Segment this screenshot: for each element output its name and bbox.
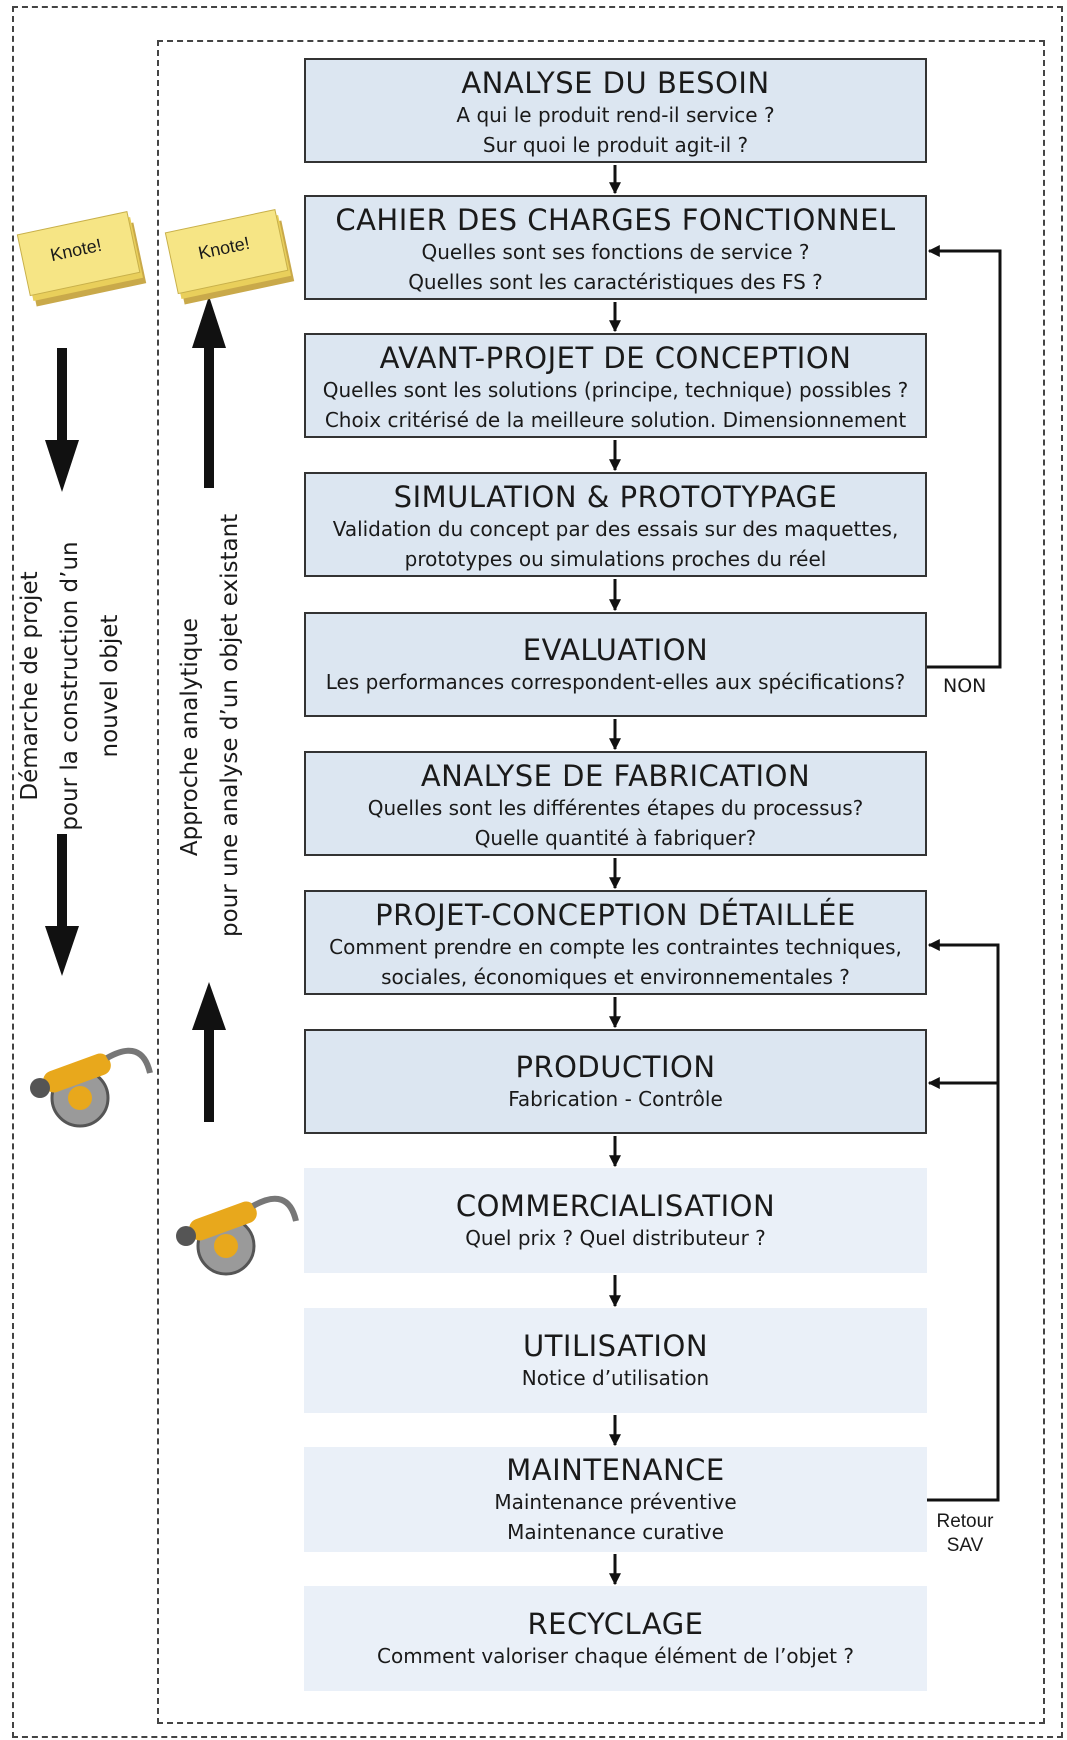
big-up-arrow-head	[192, 296, 226, 348]
step-title: PROJET-CONCEPTION DÉTAILLÉE	[375, 898, 856, 932]
step-line: Quelle quantité à fabriquer?	[474, 826, 757, 850]
retour-label: Retour	[936, 1511, 994, 1532]
step-title: ANALYSE DU BESOIN	[461, 66, 770, 100]
step-line: Notice d’utilisation	[521, 1365, 710, 1390]
big-down-arrow-shaft	[57, 348, 67, 448]
step-line: sociales, économiques et environnemental…	[381, 965, 850, 989]
step-line: Choix critérisé de la meilleure solution…	[324, 408, 907, 432]
middle-vertical-label: Approche analytique pour une analyse d’u…	[170, 513, 250, 937]
step-line: Quelles sont les solutions (principe, te…	[322, 378, 909, 402]
step-title: MAINTENANCE	[506, 1452, 725, 1487]
step-projet-conception-detaillee: PROJET-CONCEPTION DÉTAILLÉE Comment pren…	[304, 890, 927, 995]
step-cahier-des-charges: CAHIER DES CHARGES FONCTIONNEL Quelles s…	[304, 195, 927, 300]
left-vertical-label: Démarche de projet pour la construction …	[10, 536, 130, 836]
step-line: Les performances correspondent-elles aux…	[325, 669, 906, 694]
sav-label: SAV	[946, 1535, 984, 1556]
big-up-arrow-shaft	[204, 346, 214, 488]
vacuum-cleaner-icon	[30, 1047, 153, 1128]
step-analyse-besoin: ANALYSE DU BESOIN A qui le produit rend-…	[304, 58, 927, 163]
sticky-note-icon	[16, 211, 147, 307]
step-line: Comment prendre en compte les contrainte…	[329, 935, 902, 959]
non-label: NON	[943, 675, 987, 697]
retour-sav-label: Retour SAV	[934, 1510, 996, 1558]
left-label-line: pour la construction d’un	[57, 541, 83, 831]
step-line: Quel prix ? Quel distributeur ?	[465, 1225, 766, 1250]
step-analyse-fabrication: ANALYSE DE FABRICATION Quelles sont les …	[304, 751, 927, 856]
step-line: prototypes ou simulations proches du rée…	[404, 547, 827, 571]
big-down-arrow-head	[45, 926, 79, 976]
step-title: AVANT-PROJET DE CONCEPTION	[379, 341, 852, 375]
step-commercialisation: COMMERCIALISATION Quel prix ? Quel distr…	[304, 1168, 927, 1273]
step-line: Maintenance curative	[507, 1519, 724, 1544]
inner-frame	[157, 40, 1045, 1724]
step-production: PRODUCTION Fabrication - Contrôle	[304, 1029, 927, 1134]
sav-feedback-loop	[927, 939, 1000, 1502]
step-evaluation: EVALUATION Les performances corresponden…	[304, 612, 927, 717]
step-title: RECYCLAGE	[527, 1606, 704, 1641]
big-arrows	[45, 296, 226, 1122]
step-title: EVALUATION	[522, 632, 709, 667]
step-title: CAHIER DES CHARGES FONCTIONNEL	[335, 203, 896, 237]
step-line: Quelles sont les caractéristiques des FS…	[408, 270, 823, 294]
step-title: SIMULATION & PROTOTYPAGE	[393, 480, 838, 514]
step-line: Validation du concept par des essais sur…	[332, 517, 899, 541]
left-label-line: nouvel objet	[97, 614, 123, 758]
step-title: COMMERCIALISATION	[455, 1188, 776, 1223]
step-avant-projet: AVANT-PROJET DE CONCEPTION Quelles sont …	[304, 333, 927, 438]
step-recyclage: RECYCLAGE Comment valoriser chaque éléme…	[304, 1586, 927, 1691]
big-up-arrow-shaft	[204, 1028, 214, 1122]
step-maintenance: MAINTENANCE Maintenance préventive Maint…	[304, 1447, 927, 1552]
step-line: Quelles sont ses fonctions de service ?	[421, 240, 810, 264]
step-title: ANALYSE DE FABRICATION	[420, 759, 811, 793]
step-line: Sur quoi le produit agit-il ?	[482, 133, 749, 157]
big-down-arrow-head	[45, 440, 79, 492]
step-title: UTILISATION	[522, 1328, 709, 1363]
step-line: Quelles sont les différentes étapes du p…	[367, 796, 864, 820]
step-line: Fabrication - Contrôle	[508, 1086, 723, 1111]
big-down-arrow-shaft	[57, 834, 67, 934]
step-line: Comment valoriser chaque élément de l’ob…	[377, 1643, 854, 1668]
step-utilisation: UTILISATION Notice d’utilisation	[304, 1308, 927, 1413]
outer-frame	[12, 6, 1063, 1738]
step-line: A qui le produit rend-il service ?	[456, 103, 775, 127]
middle-label-line: Approche analytique	[177, 617, 203, 857]
sticky-note-icon	[164, 209, 295, 305]
big-up-arrow-head	[192, 982, 226, 1030]
non-feedback-loop	[927, 245, 1002, 669]
left-label-line: Démarche de projet	[17, 571, 43, 801]
step-title: PRODUCTION	[515, 1049, 716, 1084]
middle-label-line: pour une analyse d’un objet existant	[217, 513, 243, 937]
step-simulation-prototypage: SIMULATION & PROTOTYPAGE Validation du c…	[304, 472, 927, 577]
vacuum-cleaner-icon	[176, 1195, 299, 1276]
step-line: Maintenance préventive	[494, 1489, 737, 1514]
